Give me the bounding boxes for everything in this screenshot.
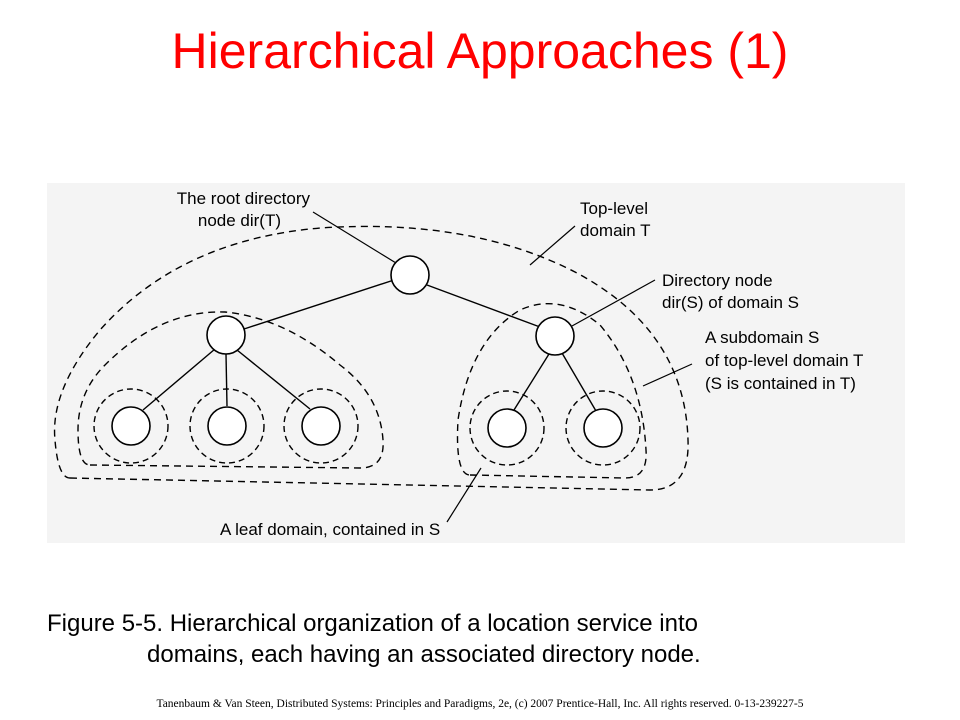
leaf-node-2: [207, 406, 247, 446]
figure-background: [47, 183, 905, 543]
caption-line-2: domains, each having an associated direc…: [147, 641, 701, 668]
left-directory-node: [206, 315, 246, 355]
subdomain-label-line2: of top-level domain T: [705, 351, 863, 370]
slide-title: Hierarchical Approaches (1): [171, 23, 789, 79]
leaf-domain-boundary-1: [93, 388, 169, 464]
root-label-line2: node dir(T): [198, 211, 281, 230]
tree-edges: [142, 279, 597, 412]
subdomain-label-line3: (S is contained in T): [705, 374, 856, 393]
toplevel-label-line2: domain T: [580, 221, 651, 240]
leaf-domain-boundary-5: [565, 390, 641, 466]
directory-node-s: [535, 316, 575, 356]
top-level-domain-boundary: [53, 225, 689, 491]
leaf-domain-label: A leaf domain, contained in S: [220, 520, 440, 539]
dirnode-label-line2: dir(S) of domain S: [662, 293, 799, 312]
figure-caption: Figure 5-5. Hierarchical organization of…: [47, 608, 927, 670]
caption-line-1: Figure 5-5. Hierarchical organization of…: [47, 610, 698, 637]
root-label-line1: The root directory: [177, 189, 311, 208]
left-subdomain-boundary: [77, 311, 384, 469]
leaf-domain-boundary-3: [283, 388, 359, 464]
subdomain-s-boundary: [456, 303, 647, 479]
copyright-footer: Tanenbaum & Van Steen, Distributed Syste…: [156, 698, 804, 710]
root-directory-node: [390, 255, 430, 295]
toplevel-label-line1: Top-level: [580, 199, 648, 218]
leaf-node-5: [583, 408, 623, 448]
dirnode-label-line1: Directory node: [662, 271, 773, 290]
leaf-node-1: [111, 406, 151, 446]
leaf-node-3: [301, 406, 341, 446]
subdomain-label-line1: A subdomain S: [705, 328, 819, 347]
leaf-node-4: [487, 408, 527, 448]
callout-lines: [312, 211, 693, 523]
leaf-domain-boundary-4: [469, 390, 545, 466]
